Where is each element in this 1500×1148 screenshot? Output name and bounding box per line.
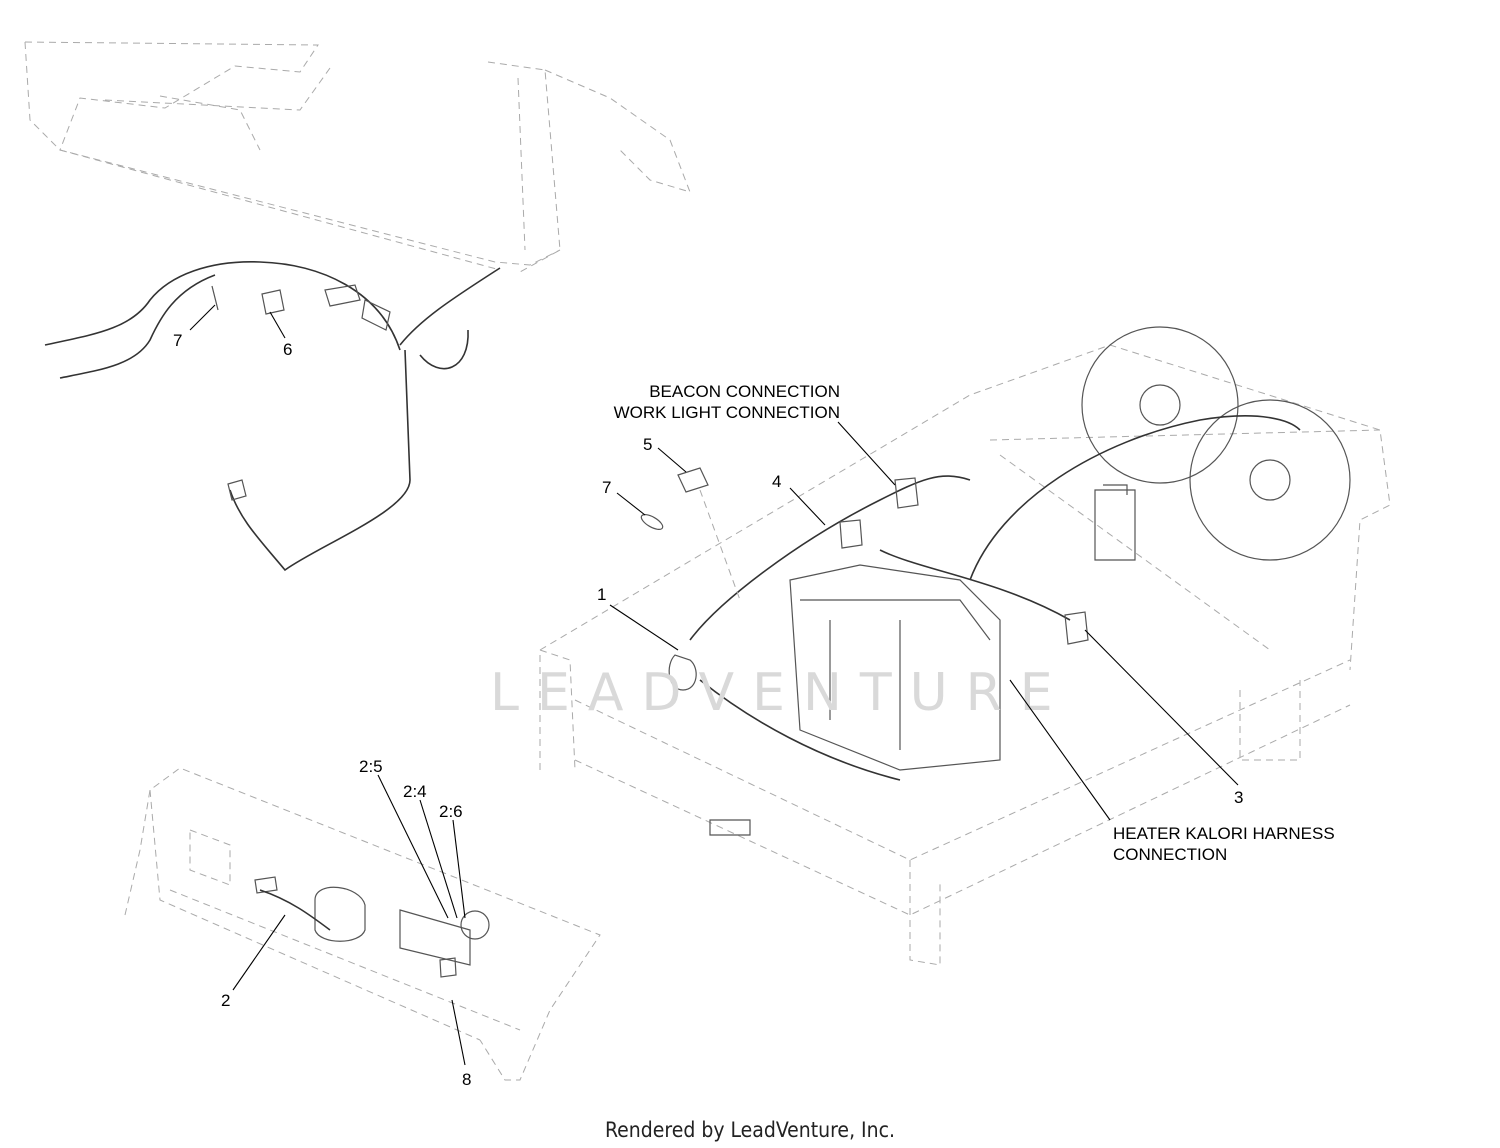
- note-work-light-connection: WORK LIGHT CONNECTION: [614, 403, 840, 422]
- note-beacon-connection: BEACON CONNECTION: [649, 382, 840, 401]
- relay-and-seal-parts: [640, 467, 741, 601]
- note-heater-harness-line1: HEATER KALORI HARNESS: [1113, 824, 1335, 843]
- callout-8: 8: [462, 1070, 471, 1089]
- callout-7-upper: 7: [173, 331, 182, 350]
- callout-2: 2: [221, 991, 230, 1010]
- callout-2-5: 2:5: [359, 757, 383, 776]
- main-chassis: [539, 326, 1391, 966]
- callout-7-lower: 7: [602, 478, 611, 497]
- callout-2-4: 2:4: [403, 782, 427, 801]
- watermark: LEADVENTURE: [490, 663, 1071, 723]
- callout-1: 1: [597, 585, 606, 604]
- upper-cab-panel: [24, 41, 691, 273]
- callout-4: 4: [772, 472, 781, 491]
- callout-6: 6: [283, 340, 292, 359]
- dashboard-panel: [124, 767, 601, 1081]
- callout-5: 5: [643, 435, 652, 454]
- leader-lines: [189, 304, 1239, 1066]
- note-heater-harness-line2: CONNECTION: [1113, 845, 1227, 864]
- callout-3: 3: [1234, 788, 1243, 807]
- callout-2-6: 2:6: [439, 802, 463, 821]
- footer-credit: Rendered by LeadVenture, Inc.: [605, 1118, 895, 1142]
- cab-wire-harness: [44, 261, 501, 572]
